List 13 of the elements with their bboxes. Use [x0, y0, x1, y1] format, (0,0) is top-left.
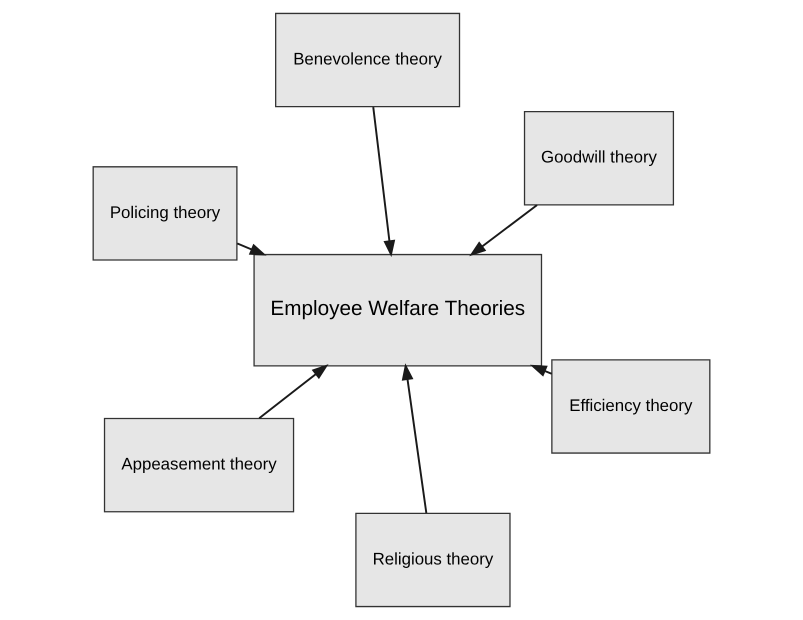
- arrow: [530, 364, 552, 377]
- node-box: Employee Welfare Theories: [253, 254, 542, 367]
- node-box: Policing theory: [92, 166, 238, 261]
- node-box: Goodwill theory: [524, 111, 674, 206]
- node-box: Efficiency theory: [551, 359, 710, 454]
- node-box: Benevolence theory: [275, 12, 460, 108]
- node-box: Appeasement theory: [104, 418, 294, 512]
- arrow: [469, 204, 538, 256]
- node-box: Religious theory: [355, 512, 511, 608]
- arrow: [258, 364, 329, 419]
- arrow: [402, 363, 428, 514]
- arrow: [237, 242, 267, 256]
- arrow: [372, 107, 396, 258]
